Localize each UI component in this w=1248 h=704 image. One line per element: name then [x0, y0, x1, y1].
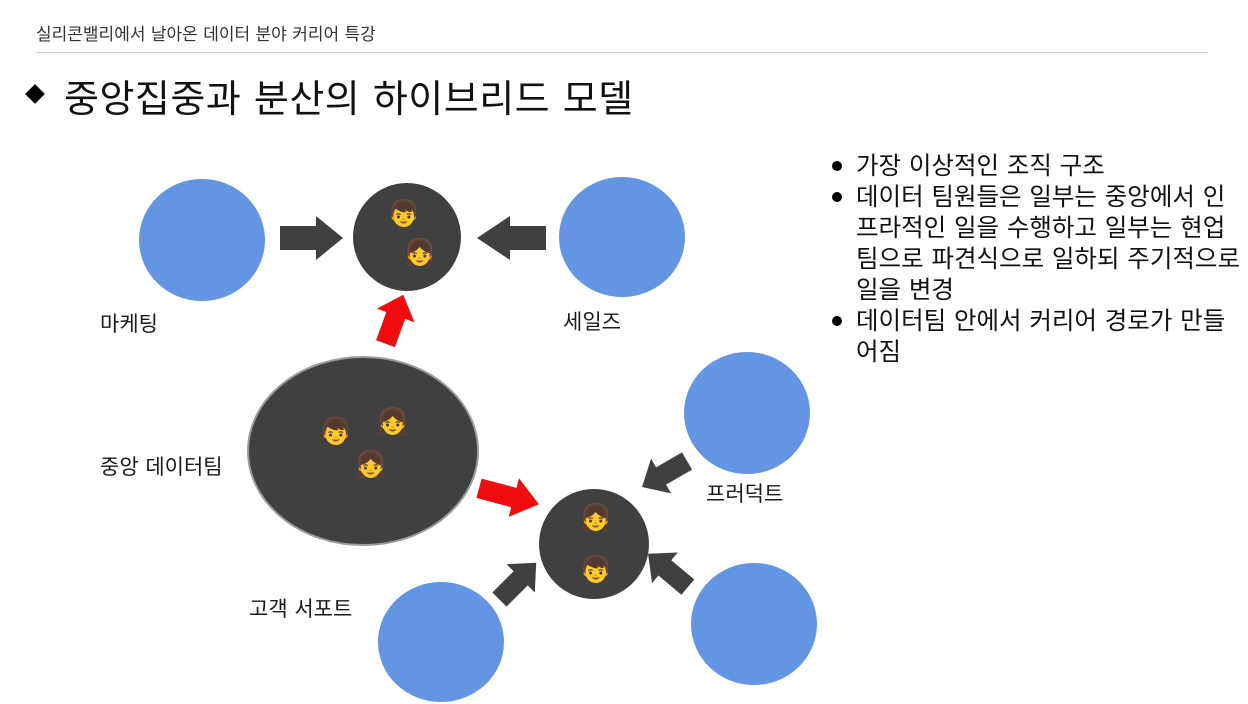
red-arrow-central-to-bottom-hub — [476, 478, 539, 517]
marketing-team-circle — [139, 179, 265, 301]
header-divider — [36, 52, 1208, 53]
label-central-data-team: 중앙 데이터팀 — [100, 455, 223, 479]
bullet-item: 데이터팀 안에서 커리어 경로가 만들어짐 — [828, 305, 1240, 367]
customer-support-team-circle — [378, 582, 504, 702]
person-icon: 👦 — [388, 198, 420, 229]
person-icon: 👧 — [580, 502, 612, 533]
bullet-item: 데이터 팀원들은 일부는 중앙에서 인프라적인 일을 수행하고 일부는 현업팀으… — [828, 181, 1240, 305]
slide-title: 중앙집중과 분산의 하이브리드 모델 — [64, 77, 634, 121]
arrow-sales-to-hub — [477, 216, 546, 260]
arrow-product-to-hub — [642, 452, 693, 494]
bullet-list: 가장 이상적인 조직 구조 데이터 팀원들은 일부는 중앙에서 인프라적인 일을… — [828, 150, 1240, 367]
arrow-marketing-to-hub — [280, 216, 343, 260]
person-icon: 👧 — [404, 237, 436, 268]
label-product: 프러덕트 — [706, 482, 783, 506]
person-icon: 👦 — [580, 554, 612, 585]
red-arrow-central-to-top-hub — [376, 294, 415, 348]
label-marketing: 마케팅 — [100, 312, 158, 336]
person-icon: 👦 — [320, 416, 352, 447]
course-title: 실리콘밸리에서 날아온 데이터 분야 커리어 특강 — [36, 25, 376, 45]
finance-team-circle — [691, 563, 817, 685]
arrow-finance-to-hub — [648, 552, 695, 595]
person-icon: 👧 — [355, 449, 387, 480]
product-team-circle — [684, 352, 810, 474]
label-customer-support: 고객 서포트 — [249, 597, 352, 621]
bullet-item: 가장 이상적인 조직 구조 — [828, 150, 1240, 181]
label-sales: 세일즈 — [563, 310, 621, 334]
arrow-support-to-hub — [492, 562, 537, 607]
central-data-team-circle — [247, 356, 479, 546]
embedded-hub-bottom — [539, 489, 649, 599]
sales-team-circle — [559, 177, 685, 297]
org-structure-diagram: 👦 👧 👦 👧 👧 👧 👦 마케팅 세일즈 중앙 데이터팀 프러덕트 고객 서포… — [100, 177, 817, 702]
person-icon: 👧 — [377, 406, 409, 437]
embedded-hub-top — [353, 183, 461, 291]
